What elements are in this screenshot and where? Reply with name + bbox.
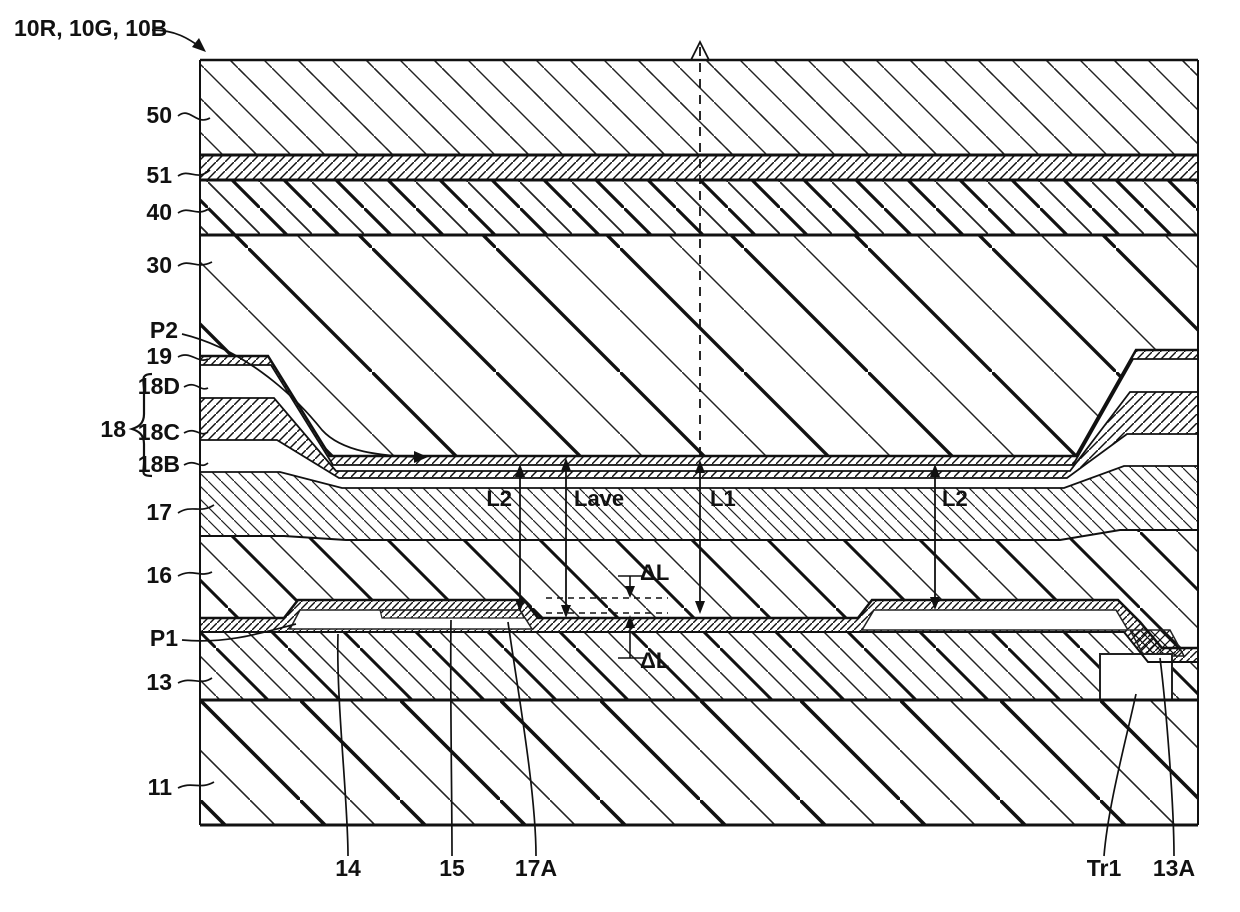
layer-40-thick-hatch (200, 180, 1198, 235)
boundary-18b-17 (200, 465, 1198, 489)
leader-15 (449, 619, 453, 857)
dimension-arrows (515, 458, 940, 659)
label-19: 19 (146, 343, 172, 369)
boundary-p1-13 (200, 631, 1198, 663)
leader-17 (177, 504, 215, 514)
right-mesa-interior (860, 609, 1130, 631)
leader-13 (177, 677, 213, 684)
label-50: 50 (146, 102, 172, 128)
leader-p2 (181, 333, 421, 458)
leader-16 (177, 571, 213, 577)
leader-lines (128, 29, 1175, 857)
label-18: 18 (100, 416, 126, 442)
label-13: 13 (146, 669, 172, 695)
layer-50-dashed-hatch (200, 60, 1198, 155)
layer-fills (200, 60, 1198, 825)
leader-p2-arrowhead (414, 451, 428, 463)
leader-50 (177, 112, 211, 121)
label-l2-right: L2 (942, 486, 968, 511)
label-11: 11 (148, 774, 173, 800)
leader-pixel-ref-arrowhead (192, 38, 206, 52)
label-18b: 18B (138, 451, 180, 477)
label-lave: Lave (574, 486, 624, 511)
layer-17-region (200, 466, 1198, 540)
label-p2: P2 (150, 317, 178, 343)
layer-30-thick-hatch (200, 235, 1198, 456)
layer-15-region (379, 609, 525, 619)
layer-13-thick-hatch (200, 632, 1198, 700)
leader-40 (177, 207, 211, 214)
boundary-17-16 (200, 529, 1198, 541)
label-l1: L1 (710, 486, 736, 511)
layer-boundaries (199, 58, 1199, 827)
label-18c: 18C (138, 419, 180, 445)
leader-p1 (181, 623, 297, 642)
boundary-30-19 (200, 348, 1198, 458)
pixel-ref-label: 10R, 10G, 10B (14, 15, 167, 41)
label-17: 17 (146, 499, 172, 525)
layer-51-region (200, 155, 1198, 180)
leader-17a (507, 621, 537, 857)
label-delta-l-top: ΔL (640, 560, 669, 585)
label-13a: 13A (1153, 855, 1195, 881)
boundary-19-18d (200, 358, 1198, 466)
leader-30 (177, 261, 213, 267)
label-14: 14 (335, 855, 361, 881)
brace-18 (128, 372, 153, 478)
label-tr1: Tr1 (1087, 855, 1122, 881)
label-l2-left: L2 (486, 486, 512, 511)
leader-18d (183, 383, 209, 390)
leader-18c (183, 429, 209, 435)
label-16: 16 (146, 562, 172, 588)
leader-18b (183, 461, 209, 467)
label-delta-l-bottom: ΔL (640, 648, 669, 673)
delta-l-bottom-arrowhead (625, 615, 635, 628)
leader-51 (177, 169, 211, 177)
boundary-16-p1 (200, 598, 1198, 650)
label-30: 30 (146, 252, 172, 278)
label-17a: 17A (515, 855, 557, 881)
leader-11 (177, 781, 215, 789)
delta-l-top-arrowhead (625, 586, 635, 598)
leader-13a (1159, 657, 1175, 857)
label-15: 15 (439, 855, 465, 881)
leader-tr1 (1103, 693, 1137, 857)
leader-19 (177, 354, 209, 361)
label-18d: 18D (138, 373, 180, 399)
label-p1: P1 (150, 625, 178, 651)
emission-axis (690, 39, 710, 456)
up-arrow-icon (690, 39, 710, 61)
layer-16-thick-hatch (200, 530, 1198, 648)
label-40: 40 (146, 199, 172, 225)
label-51: 51 (146, 162, 172, 188)
boundary-18c-18b (200, 433, 1198, 479)
labels: 10R, 10G, 10B 50 51 40 30 P2 19 18D 18C … (14, 15, 1195, 881)
layer-11-thick-hatch (200, 700, 1198, 825)
leader-14 (336, 633, 349, 857)
